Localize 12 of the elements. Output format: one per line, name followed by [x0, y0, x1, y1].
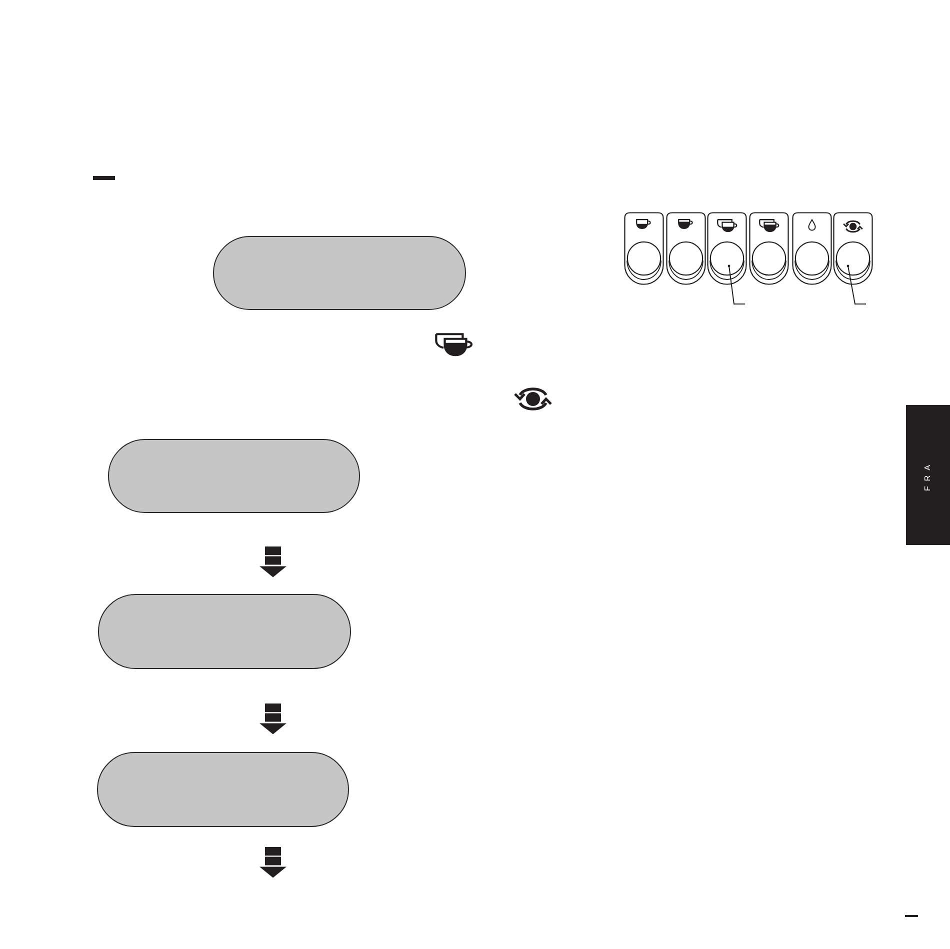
- button-tile: [666, 212, 706, 285]
- block-arrow: [260, 546, 286, 578]
- button-tile: [833, 212, 873, 285]
- tab-label: FRA: [924, 460, 932, 490]
- leader-line: [728, 264, 746, 304]
- button-tile: [749, 212, 789, 285]
- button-tile: [707, 212, 747, 285]
- button-tile: [624, 212, 664, 285]
- block-arrow: [260, 704, 286, 734]
- leader-line: [846, 264, 866, 304]
- block-arrow: [260, 847, 286, 878]
- button-tile: [792, 212, 832, 285]
